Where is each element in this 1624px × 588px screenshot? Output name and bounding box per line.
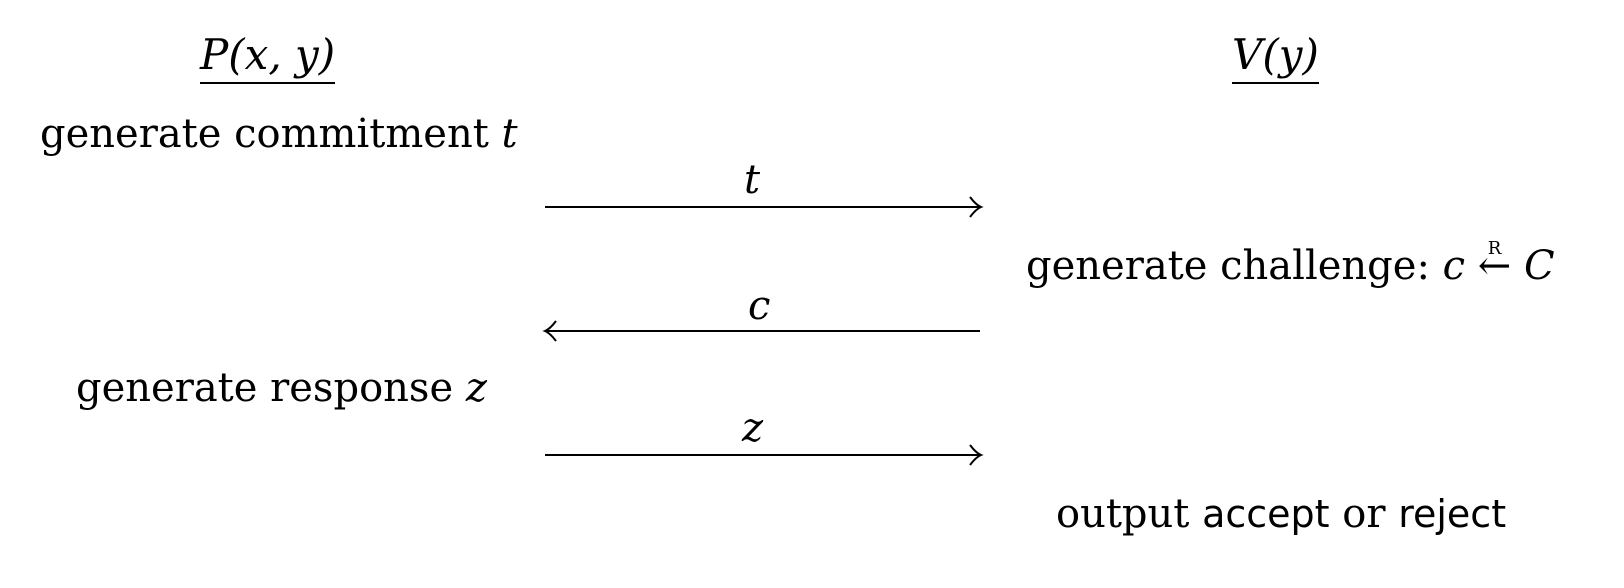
step-var: z — [465, 365, 487, 411]
step-var: c — [1442, 243, 1466, 289]
message-c-label: c — [748, 283, 771, 329]
prover-args: (x, y) — [228, 30, 336, 79]
arrow-left-icon — [542, 320, 980, 342]
accept-keyword: accept — [1202, 492, 1330, 536]
verifier-step-challenge: generate challenge: c ←R C — [1026, 238, 1555, 289]
step-var: t — [501, 111, 518, 157]
verifier-step-output: output accept or reject — [1056, 494, 1506, 534]
output-text: output — [1056, 491, 1190, 537]
step-text: generate response — [76, 365, 454, 411]
reject-keyword: reject — [1398, 492, 1507, 536]
prover-name: P — [200, 30, 229, 79]
message-t-label: t — [744, 157, 761, 203]
arrow-right-icon — [545, 444, 984, 466]
message-z-label: z — [742, 405, 764, 451]
step-text: generate challenge: — [1026, 243, 1430, 289]
sample-label: R — [1487, 238, 1502, 259]
step-text: generate commitment — [40, 111, 489, 157]
prover-step-commitment: generate commitment t — [40, 114, 518, 154]
challenge-set: C — [1524, 243, 1555, 289]
verifier-args: (y) — [1262, 30, 1319, 79]
random-sample-arrow: ←R — [1477, 238, 1512, 289]
verifier-header: V(y) — [1232, 34, 1319, 84]
verifier-name: V — [1232, 30, 1263, 79]
or-text: or — [1342, 491, 1386, 537]
arrow-right-icon — [545, 196, 984, 218]
prover-header: P(x, y) — [200, 34, 336, 84]
prover-step-response: generate response z — [76, 368, 487, 408]
